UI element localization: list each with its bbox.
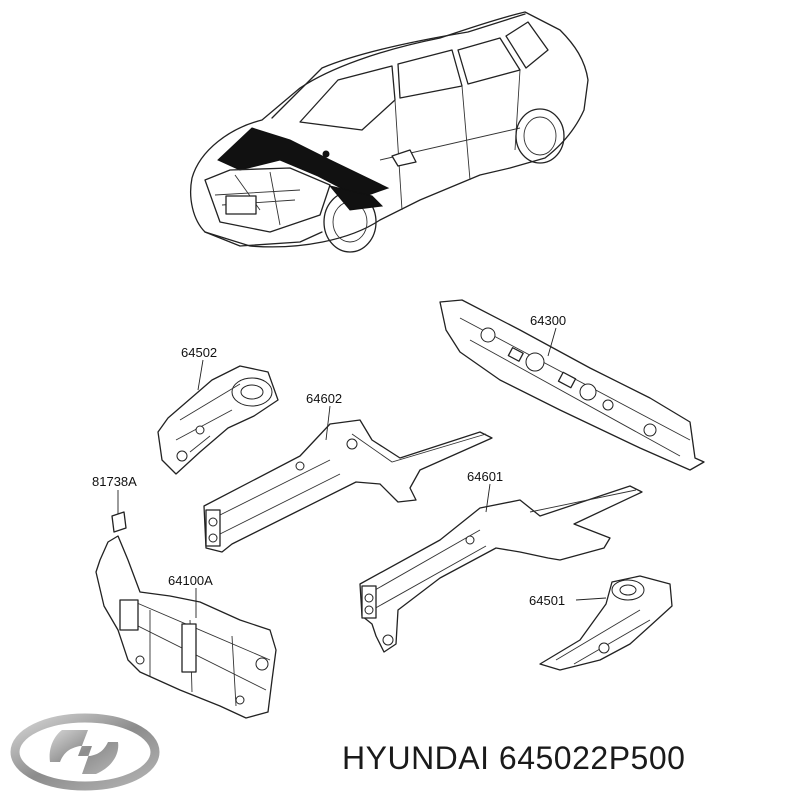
part-64601	[359, 485, 643, 653]
callout-64100a: 64100A	[168, 573, 213, 588]
callout-64602: 64602	[306, 391, 342, 406]
part-81738a	[111, 511, 127, 533]
car-illustration	[190, 11, 589, 253]
callout-81738a: 81738A	[92, 474, 137, 489]
hyundai-logo	[10, 713, 160, 791]
part-64100a	[95, 535, 277, 719]
leader-lines	[117, 327, 607, 618]
part-64300	[439, 299, 705, 471]
part-64502	[157, 365, 279, 475]
callout-64601: 64601	[467, 469, 503, 484]
part-number-caption: HYUNDAI 645022P500	[342, 740, 686, 776]
part-64602	[203, 419, 493, 553]
callout-64501: 64501	[529, 593, 565, 608]
part-64501	[539, 575, 673, 671]
callout-64300: 64300	[530, 313, 566, 328]
callout-64502: 64502	[181, 345, 217, 360]
